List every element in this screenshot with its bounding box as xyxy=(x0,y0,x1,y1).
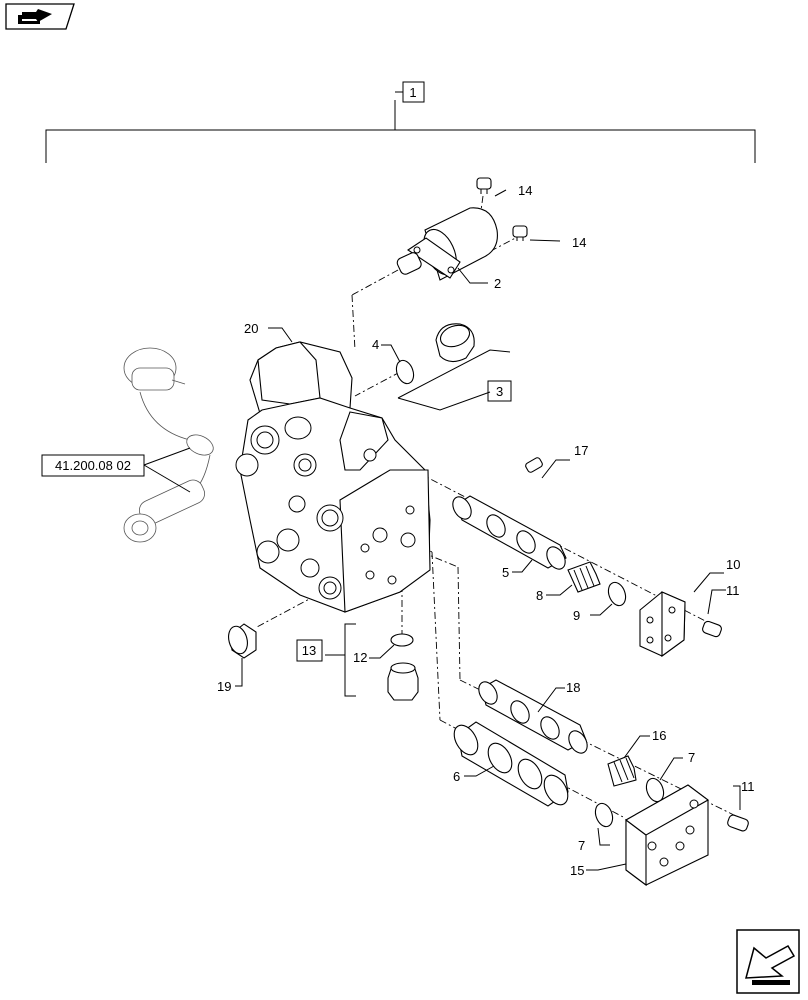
callout-13: 13 xyxy=(302,643,316,658)
callout-15: 15 xyxy=(570,863,584,878)
callout-6: 6 xyxy=(453,769,460,784)
assembly-bracket xyxy=(45,81,756,163)
callout-2: 2 xyxy=(494,276,501,291)
reference-box[interactable]: 41.200.08 02 xyxy=(41,447,191,493)
cover-15 xyxy=(624,784,710,887)
bracket-13 xyxy=(344,623,356,697)
o-ring-7-lower xyxy=(594,802,614,828)
callout-20: 20 xyxy=(244,321,258,336)
callout-8: 8 xyxy=(536,588,543,603)
leader-lines xyxy=(235,189,741,871)
spool-18 xyxy=(478,679,588,754)
callout-11-upper: 11 xyxy=(726,583,740,598)
callout-18: 18 xyxy=(566,680,580,695)
plug-3 xyxy=(435,323,475,363)
bracket-3 xyxy=(397,349,511,399)
spring-16 xyxy=(607,755,637,787)
spool-5 xyxy=(452,495,567,570)
callout-7-upper: 7 xyxy=(688,750,695,765)
callout-13-box xyxy=(296,639,323,662)
callout-16: 16 xyxy=(652,728,666,743)
callout-10: 10 xyxy=(726,557,740,572)
spring-8 xyxy=(567,561,601,593)
book-nav-icon[interactable] xyxy=(5,3,75,30)
callout-19: 19 xyxy=(217,679,231,694)
plug-19 xyxy=(228,623,257,659)
bolt-11-upper xyxy=(702,620,722,638)
callout-3-box xyxy=(487,380,512,402)
screw-14-right xyxy=(512,225,528,241)
plug-13 xyxy=(387,662,419,701)
spool-6 xyxy=(453,721,569,807)
callout-11-lower: 11 xyxy=(741,779,755,794)
solenoid-valve xyxy=(396,207,498,281)
valve-body xyxy=(235,341,431,613)
o-ring-12 xyxy=(390,633,414,647)
callout-1: 1 xyxy=(409,85,416,100)
o-ring-4 xyxy=(395,359,415,385)
callout-9: 9 xyxy=(573,608,580,623)
screw-14-top xyxy=(476,177,492,194)
pin-17 xyxy=(525,457,543,473)
next-page-arrow-icon[interactable] xyxy=(736,929,800,994)
callout-7-lower: 7 xyxy=(578,838,585,853)
bolt-11-lower xyxy=(727,814,749,832)
reference-label: 41.200.08 02 xyxy=(55,458,131,473)
bracket-3-lower xyxy=(397,391,491,411)
callout-12: 12 xyxy=(353,650,367,665)
callout-labels: 1 2 3 4 5 6 7 7 8 9 10 11 11 12 13 14 14… xyxy=(217,85,755,878)
sensor-assembly-reference xyxy=(123,347,214,543)
callout-14-right: 14 xyxy=(572,235,586,250)
o-ring-9 xyxy=(607,581,627,607)
callout-17: 17 xyxy=(574,443,588,458)
callout-14-top: 14 xyxy=(518,183,532,198)
callout-3: 3 xyxy=(496,384,503,399)
cover-10 xyxy=(639,591,686,658)
callout-4: 4 xyxy=(372,337,379,352)
callout-5: 5 xyxy=(502,565,509,580)
